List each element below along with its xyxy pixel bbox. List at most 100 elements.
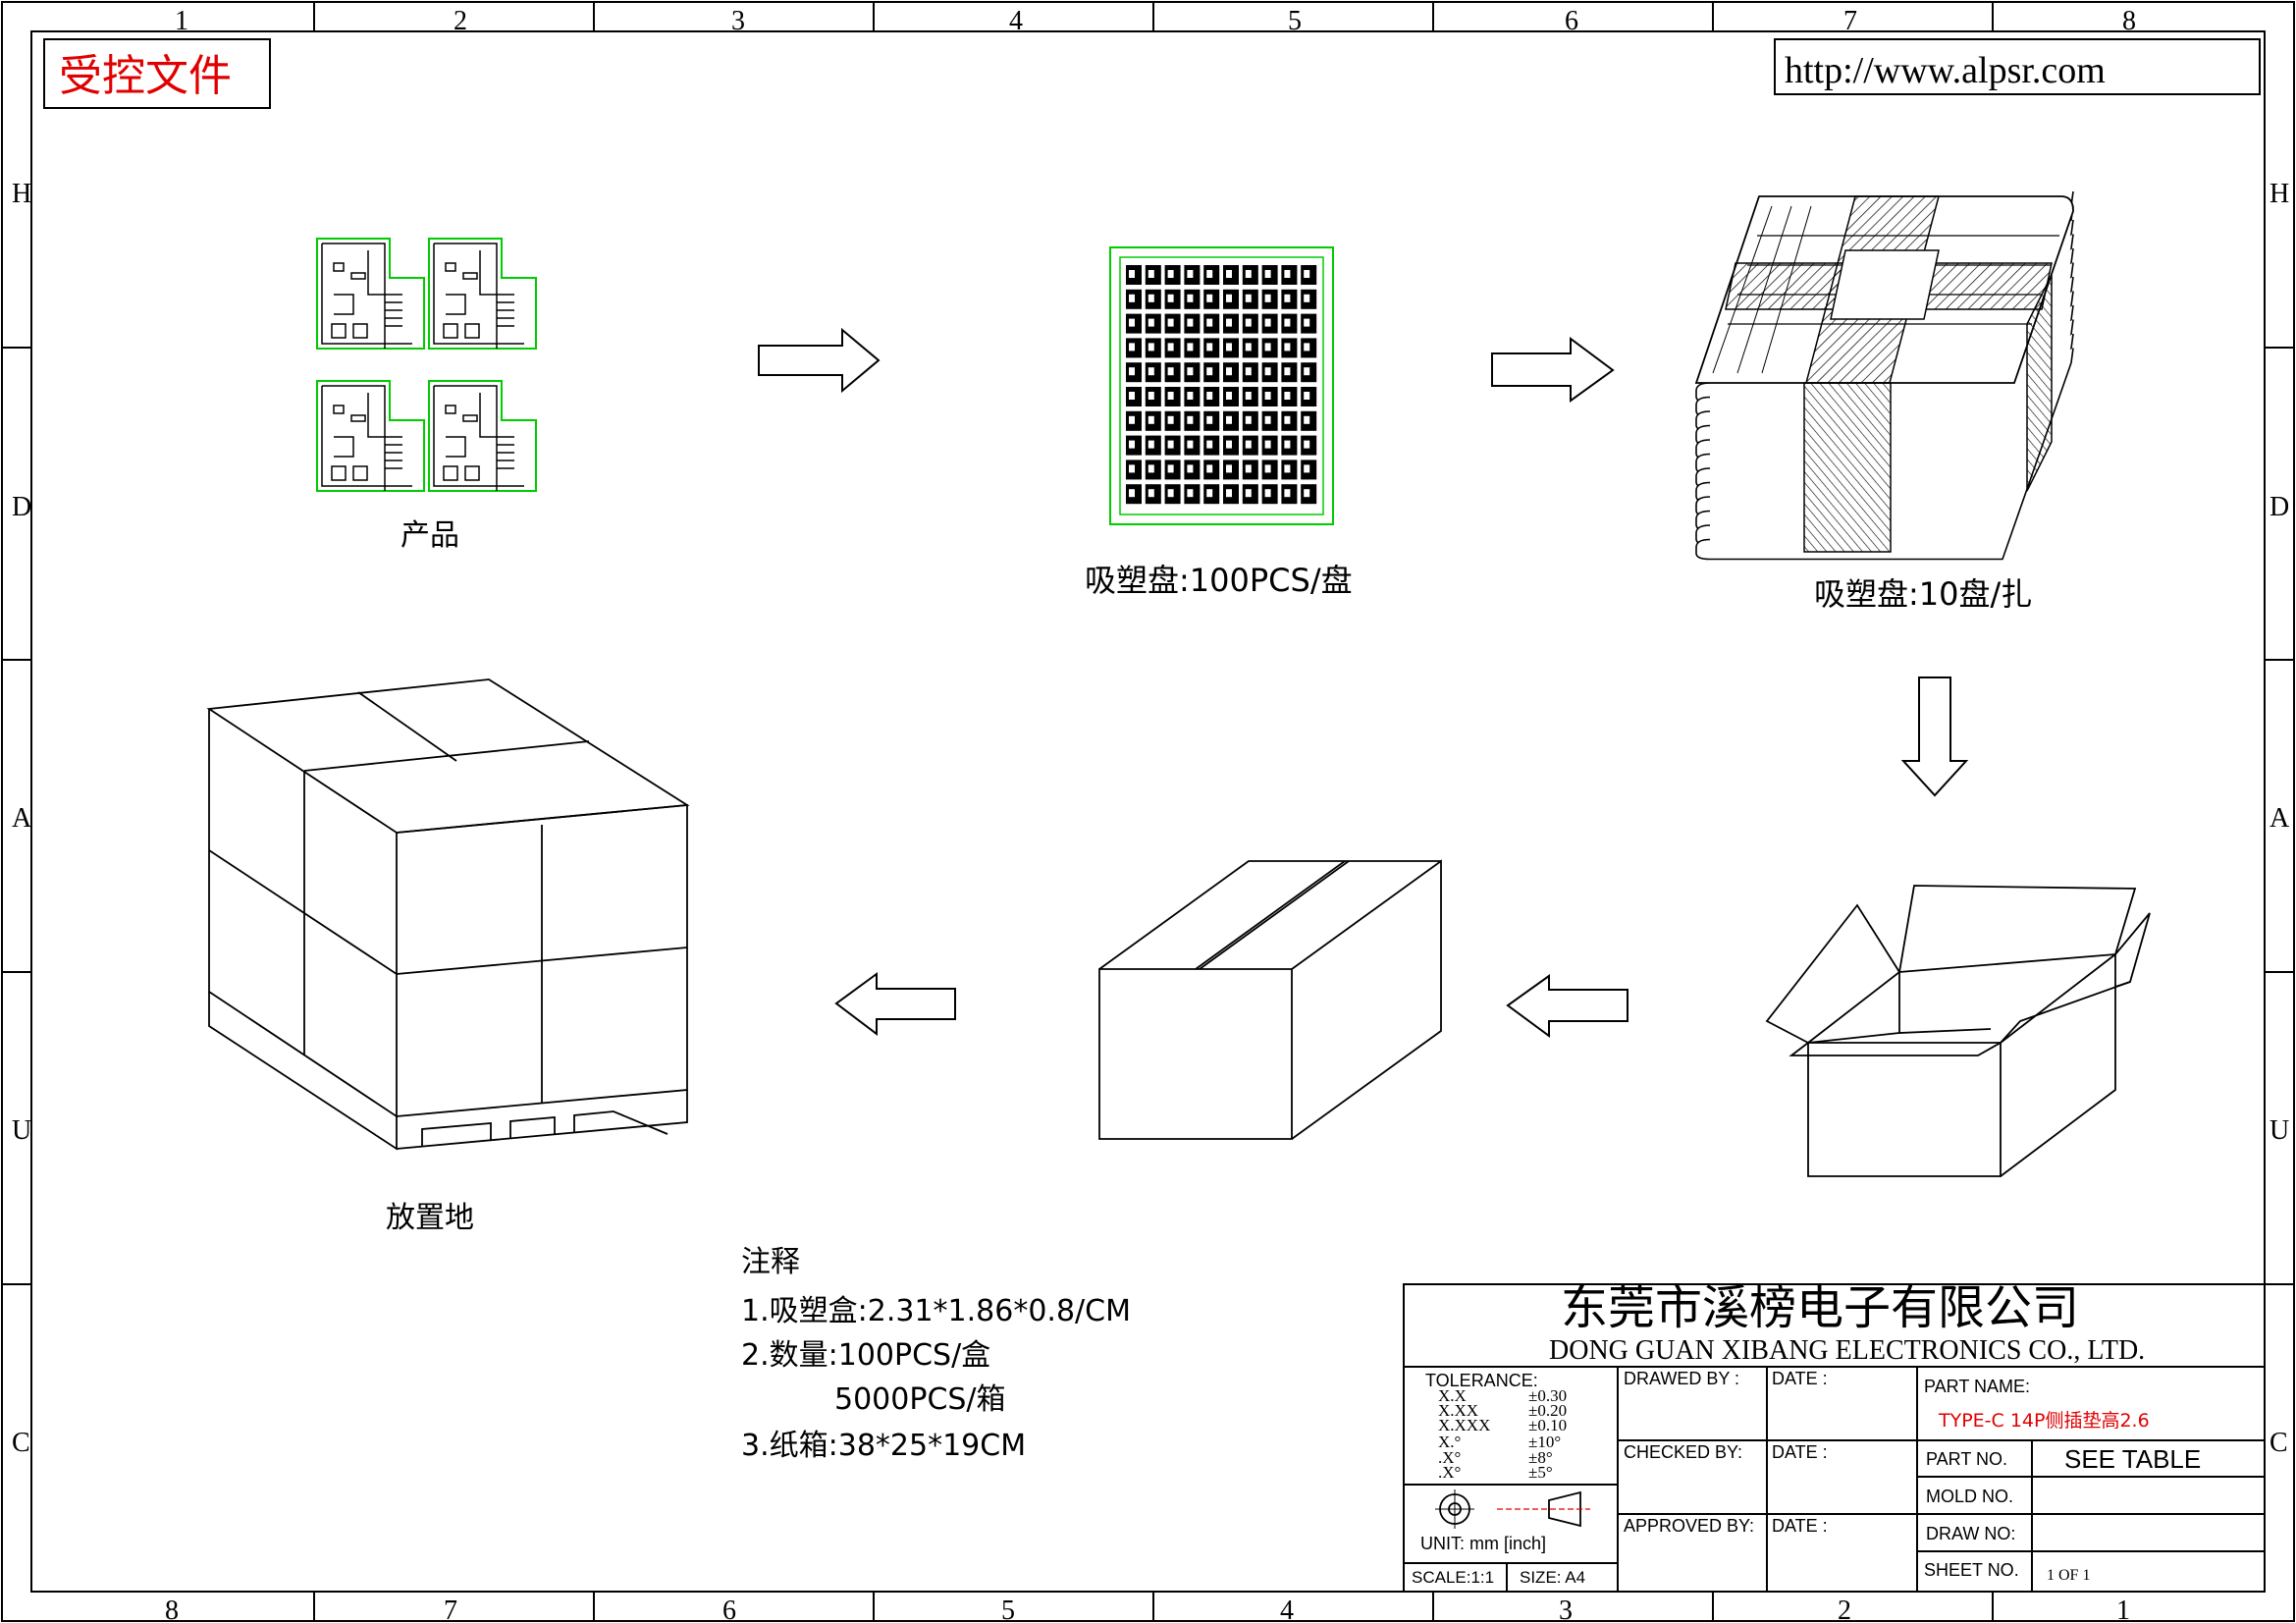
tray-cell-pocket [1129,464,1135,473]
tray-cell-pocket [1148,392,1154,400]
tol-key-6: .X° [1438,1463,1461,1482]
zone-left-u: U [12,1115,31,1146]
tray-cell-pocket [1167,440,1174,449]
controlled-document-stamp: 受控文件 [59,51,232,101]
tray-cell-pocket [1245,415,1252,424]
tray-cell-pocket [1304,294,1310,302]
zone-right-a: A [2269,803,2290,834]
tray-cell-pocket [1129,270,1135,278]
pallet-stack [206,678,690,1151]
tray-cell-pocket [1264,367,1271,376]
title-block-text: 东莞市溪榜电子有限公司 DONG GUAN XIBANG ELECTRONICS… [1412,1280,2201,1587]
border-labels: 1 2 3 4 5 6 7 8 8 7 6 5 4 3 2 1 H D A U … [12,6,2290,1623]
note-line-4: 3.纸箱:38*25*19CM [741,1429,1026,1463]
tray-cell-pocket [1284,318,1291,327]
tray-cell-pocket [1187,464,1194,473]
tol-val-4: ±10° [1528,1433,1561,1451]
tray-label: 吸塑盘:100PCS/盘 [1085,562,1353,599]
tray-cell-pocket [1264,343,1271,352]
tray-cell-pocket [1206,318,1213,327]
bundle-label: 吸塑盘:10盘/扎 [1814,575,2032,613]
tray-cell-pocket [1187,343,1194,352]
zone-top-2: 2 [454,6,467,36]
tray-cell-pocket [1187,294,1194,302]
tray-cell-pocket [1226,415,1232,424]
tray-cell-pocket [1187,489,1194,498]
tray-cell-pocket [1284,367,1291,376]
part-no-value: SEE TABLE [2064,1444,2201,1474]
checked-by-label: CHECKED BY: [1624,1442,1742,1462]
url-frame [1774,38,2261,95]
tray-cell-pocket [1304,367,1310,376]
tray-cell-pocket [1167,464,1174,473]
closed-carton [1098,859,1442,1140]
pallet-label: 放置地 [386,1201,474,1235]
zone-left-a: A [12,803,32,834]
tray-cell-pocket [1148,440,1154,449]
tray-cell-pocket [1284,415,1291,424]
website-url[interactable]: http://www.alpsr.com [1785,50,2106,91]
zone-bottom-8: 8 [165,1596,179,1623]
product-label: 产品 [400,518,459,553]
tray-cell-pocket [1167,392,1174,400]
tray-cell-pocket [1206,415,1213,424]
arrow-left-2 [834,972,956,1037]
note-line-1: 1.吸塑盒:2.31*1.86*0.8/CM [741,1294,1131,1328]
company-name-en: DONG GUAN XIBANG ELECTRONICS CO., LTD. [1549,1335,2145,1366]
zone-right-d: D [2269,492,2289,522]
part-name-value: TYPE-C 14P侧插垫高2.6 [1938,1410,2150,1432]
size-label: SIZE: A4 [1520,1568,1585,1587]
tray-cell-pocket [1304,392,1310,400]
notes: 注释 1.吸塑盒:2.31*1.86*0.8/CM 2.数量:100PCS/盒 … [741,1245,1131,1463]
tray-cell-pocket [1206,294,1213,302]
tray-cell-pocket [1167,415,1174,424]
zone-top-4: 4 [1009,6,1023,36]
tol-key-4: X.° [1438,1433,1461,1451]
zone-top-5: 5 [1288,6,1302,36]
tray-cell-pocket [1148,367,1154,376]
tray-cell-pocket [1226,440,1232,449]
tray-cell-pocket [1167,270,1174,278]
notes-heading: 注释 [741,1245,800,1279]
tray-cell-pocket [1129,440,1135,449]
zone-bottom-4: 4 [1280,1596,1294,1623]
zone-bottom-5: 5 [1001,1596,1015,1623]
date-label-3: DATE : [1772,1516,1828,1536]
tray-cell-pocket [1245,489,1252,498]
draw-no-label: DRAW NO: [1926,1524,2015,1543]
tray-cell-pocket [1206,343,1213,352]
zone-left-d: D [12,492,31,522]
tol-val-2: ±0.20 [1528,1401,1567,1420]
tray-cell-pocket [1264,489,1271,498]
zone-right-h: H [2269,179,2289,209]
product-group [316,238,537,492]
tray-cell-pocket [1245,270,1252,278]
tray-cell-pocket [1264,464,1271,473]
tray-cell-pocket [1206,392,1213,400]
tray-cell-pocket [1304,343,1310,352]
title-block [1403,1283,2266,1593]
tray-cell-pocket [1245,464,1252,473]
tray-cell-pocket [1284,343,1291,352]
tol-val-6: ±5° [1528,1463,1553,1482]
zone-top-8: 8 [2122,6,2136,36]
tray-cell-pocket [1167,343,1174,352]
tolerance-label: TOLERANCE: [1425,1371,1538,1390]
zone-bottom-3: 3 [1559,1596,1573,1623]
company-name-cn: 东莞市溪榜电子有限公司 [1561,1280,2079,1335]
zone-top-1: 1 [175,6,188,36]
tray-cell-pocket [1245,367,1252,376]
zone-right-c: C [2269,1428,2288,1458]
zone-top-6: 6 [1565,6,1578,36]
tray-cell-pocket [1187,367,1194,376]
tray-cell-pocket [1129,415,1135,424]
tray-cell-pocket [1304,415,1310,424]
tray-cell-pocket [1167,294,1174,302]
arrow-right-2 [1491,337,1615,403]
tray-cell-pocket [1284,464,1291,473]
tray-cell-pocket [1129,294,1135,302]
tray-cell-pocket [1226,489,1232,498]
